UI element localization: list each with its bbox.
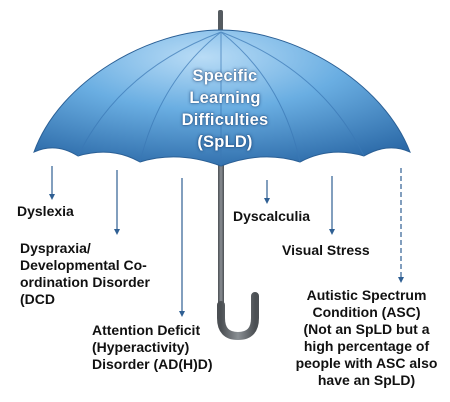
label-dyslexia: Dyslexia xyxy=(17,203,74,219)
umbrella-shaft xyxy=(218,150,224,310)
label-asc: Autistic Spectrum Condition (ASC) (Not a… xyxy=(295,287,438,388)
central-title: Specific Learning Difficulties (SpLD) xyxy=(181,67,269,151)
label-dyscalculia: Dyscalculia xyxy=(233,208,311,224)
canopy-ribs xyxy=(77,31,365,166)
umbrella-handle xyxy=(217,292,259,341)
arrows xyxy=(49,166,404,317)
label-visual-stress: Visual Stress xyxy=(282,242,370,258)
label-adhd: Attention Deficit (Hyperactivity) Disord… xyxy=(92,322,213,372)
label-dyspraxia: Dyspraxia/ Developmental Co- ordination … xyxy=(20,240,150,307)
umbrella-tip xyxy=(218,10,223,32)
